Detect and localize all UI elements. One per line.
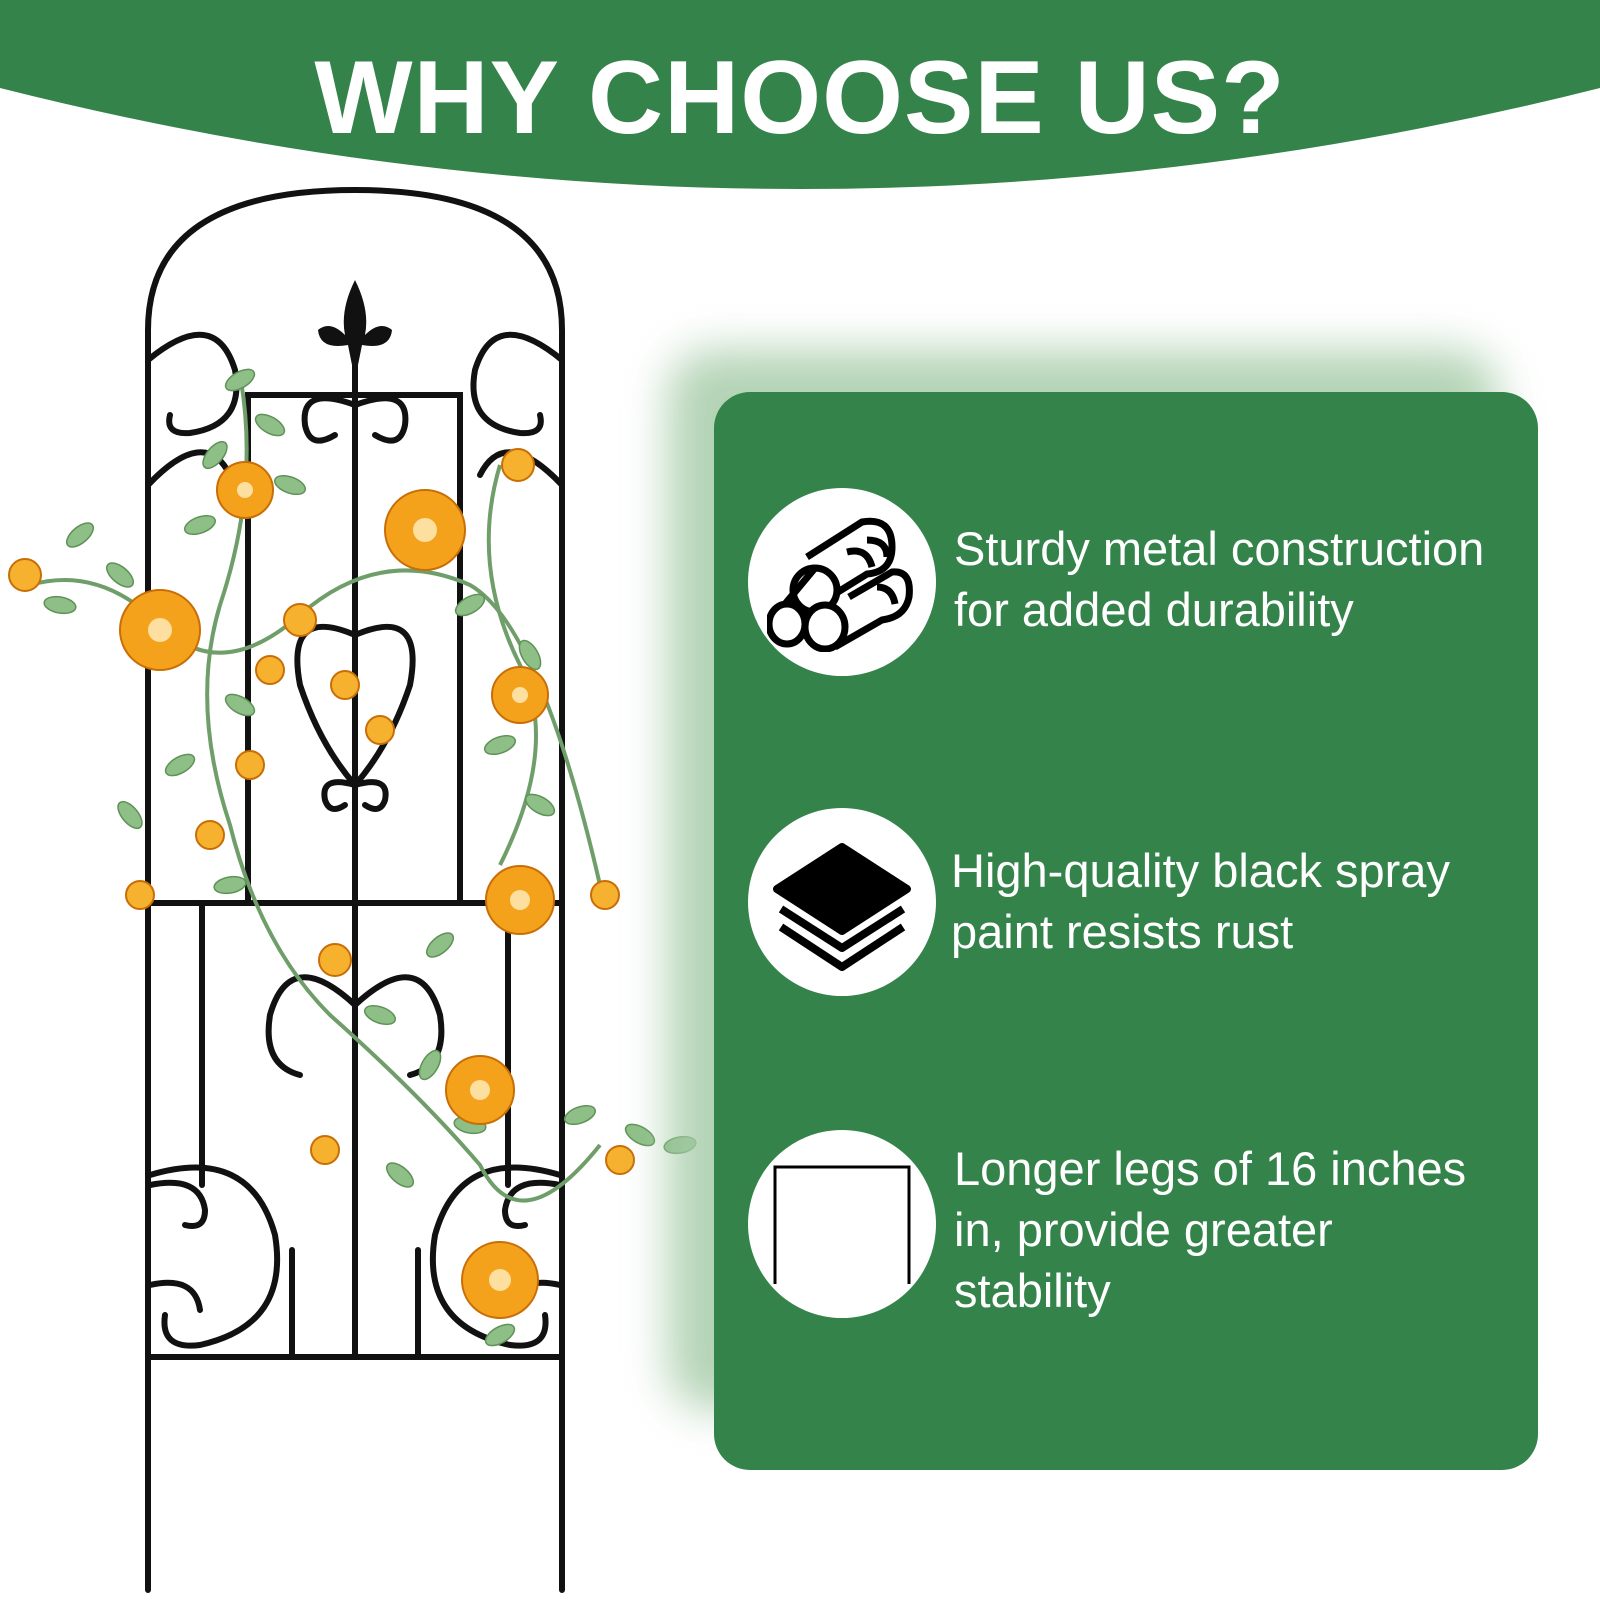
feature-badge <box>748 808 936 996</box>
header-banner: WHY CHOOSE US? <box>0 0 1600 210</box>
leg-frame-icon <box>773 1165 911 1284</box>
banner-shape <box>0 0 1600 189</box>
feature-badge <box>748 1130 936 1318</box>
metal-pipes-icon <box>767 517 913 652</box>
garden-trellis-icon <box>8 186 697 1593</box>
product-image <box>0 185 720 1600</box>
feature-text: Longer legs of 16 inches in, provide gre… <box>954 1142 1467 1317</box>
paint-layers-icon <box>773 843 911 971</box>
page-title: WHY CHOOSE US? <box>314 40 1286 156</box>
feature-item-stability: Longer legs of 16 inches in, provide gre… <box>714 1130 1538 1330</box>
feature-badge <box>748 488 936 676</box>
feature-item-paint: High-quality black spray paint resists r… <box>714 808 1538 1008</box>
feature-item-durability: Sturdy metal construction for added dura… <box>714 488 1538 688</box>
feature-text: Sturdy metal construction for added dura… <box>954 522 1485 636</box>
feature-text: High-quality black spray paint resists r… <box>951 844 1450 958</box>
features-card: Sturdy metal construction for added dura… <box>714 392 1538 1470</box>
